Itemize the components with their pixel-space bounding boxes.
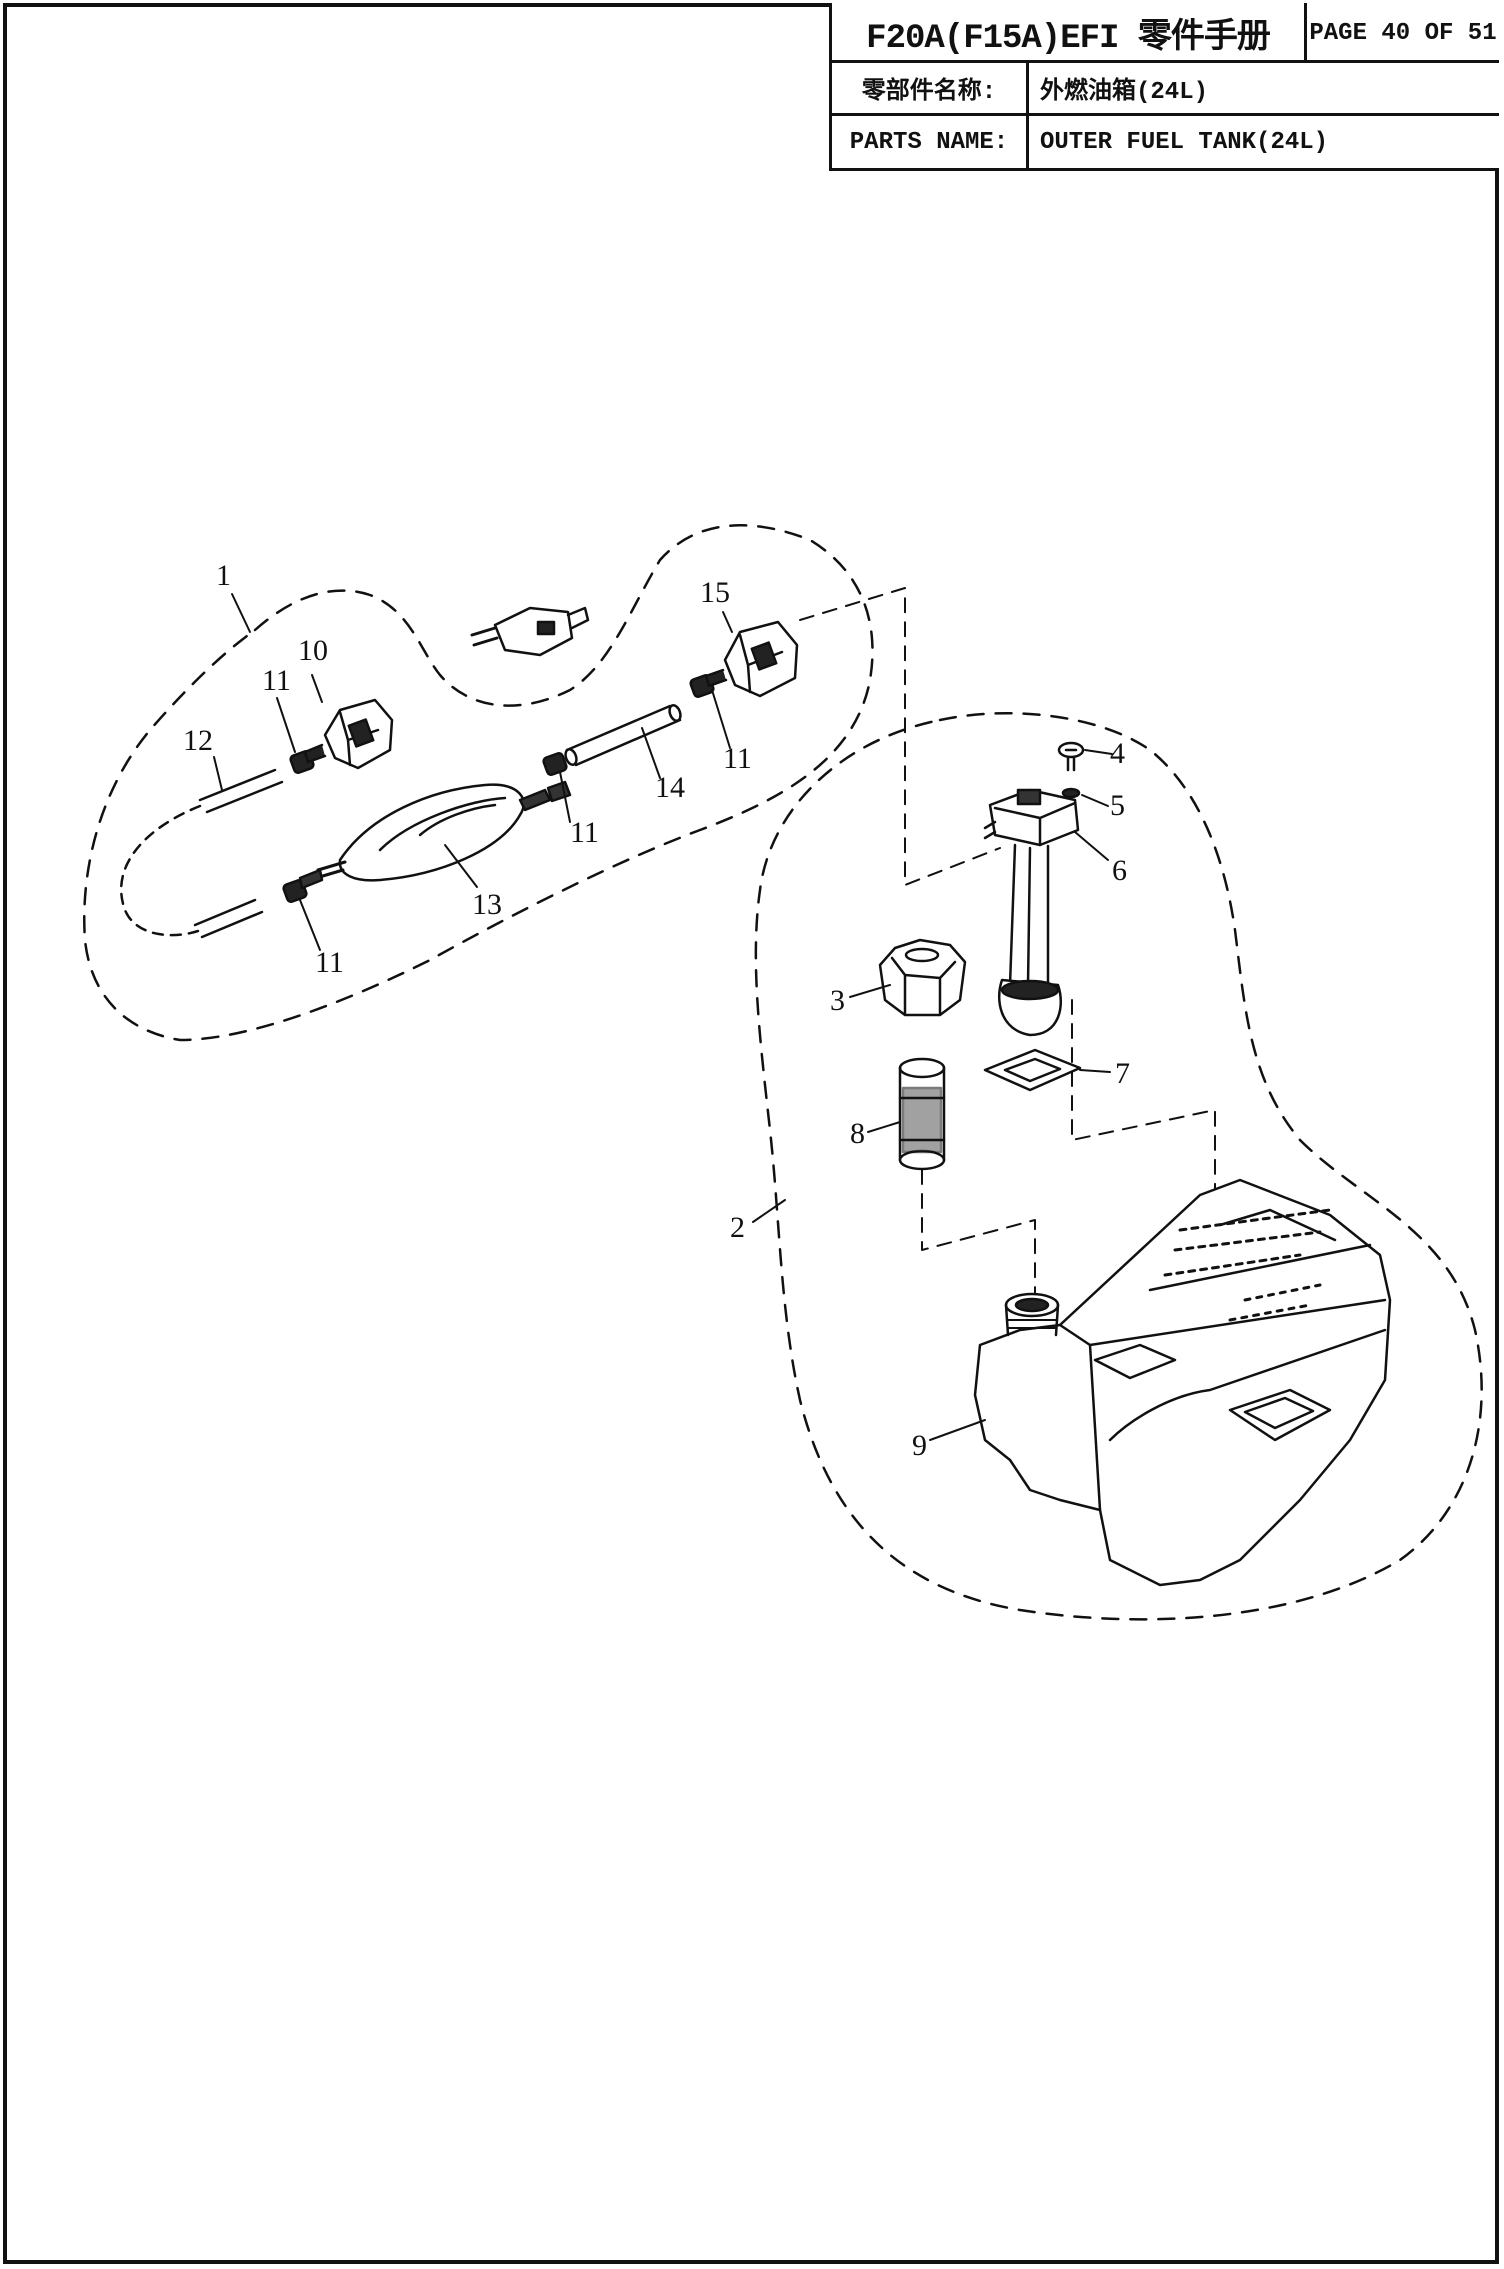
drawing-sheet-border [3, 3, 1499, 2264]
fuel-connector-icon [303, 698, 394, 770]
callout-2: 2 [730, 1211, 745, 1244]
tank-connector-icon [704, 620, 799, 698]
english-name-row: PARTS NAME: OUTER FUEL TANK(24L) [832, 116, 1499, 168]
leader-lines [213, 593, 1113, 1441]
callout-11-middle: 11 [570, 816, 599, 849]
gasket-icon [983, 1048, 1082, 1092]
fuel-filter-icon [898, 1057, 946, 1171]
callout-4: 4 [1110, 737, 1125, 770]
callout-11-right: 11 [723, 742, 752, 775]
callout-9: 9 [912, 1429, 927, 1462]
callout-11-top-left: 11 [262, 664, 291, 697]
callout-5: 5 [1110, 789, 1125, 822]
fuel-hose-icon [564, 704, 682, 767]
manual-title: F20A(F15A)EFI 零件手册 [832, 3, 1307, 63]
tank-cap-icon [878, 938, 967, 1017]
callout-14: 14 [655, 771, 685, 804]
engine-connector-icon [470, 606, 590, 657]
washer-icon [1061, 787, 1081, 799]
callout-15: 15 [700, 576, 730, 609]
screw-icon [1057, 741, 1085, 772]
english-name-value: OUTER FUEL TANK(24L) [1040, 128, 1329, 156]
page-indicator: PAGE 40 OF 51 [1309, 19, 1497, 47]
fuel-tank-icon [973, 1178, 1392, 1587]
hose-line-icon [119, 768, 284, 939]
callout-7: 7 [1115, 1057, 1130, 1090]
callout-13: 13 [472, 888, 502, 921]
callout-8: 8 [850, 1117, 865, 1150]
callout-1: 1 [216, 559, 231, 592]
callout-3: 3 [830, 984, 845, 1017]
title-block: F20A(F15A)EFI 零件手册 PAGE 40 OF 51 零部件名称: … [829, 3, 1499, 171]
filter-to-tank-connection-line [921, 1169, 1036, 1296]
chinese-name-value: 外燃油箱(24L) [1040, 79, 1209, 106]
fuel-gauge-sender-icon [983, 788, 1080, 1037]
group-2-boundary [754, 712, 1483, 1621]
chinese-name-row: 零部件名称: 外燃油箱(24L) [832, 63, 1499, 116]
primer-bulb-icon [298, 780, 572, 890]
callout-11-bottom: 11 [315, 946, 344, 979]
chinese-name-label: 零部件名称: [832, 63, 1029, 113]
callout-6: 6 [1112, 854, 1127, 887]
callout-12: 12 [183, 724, 213, 757]
group-1-boundary [83, 524, 874, 1042]
english-name-label: PARTS NAME: [832, 116, 1029, 168]
callout-10: 10 [298, 634, 328, 667]
title-row: F20A(F15A)EFI 零件手册 PAGE 40 OF 51 [832, 3, 1499, 63]
hose-to-tank-connection-line [799, 587, 1001, 886]
